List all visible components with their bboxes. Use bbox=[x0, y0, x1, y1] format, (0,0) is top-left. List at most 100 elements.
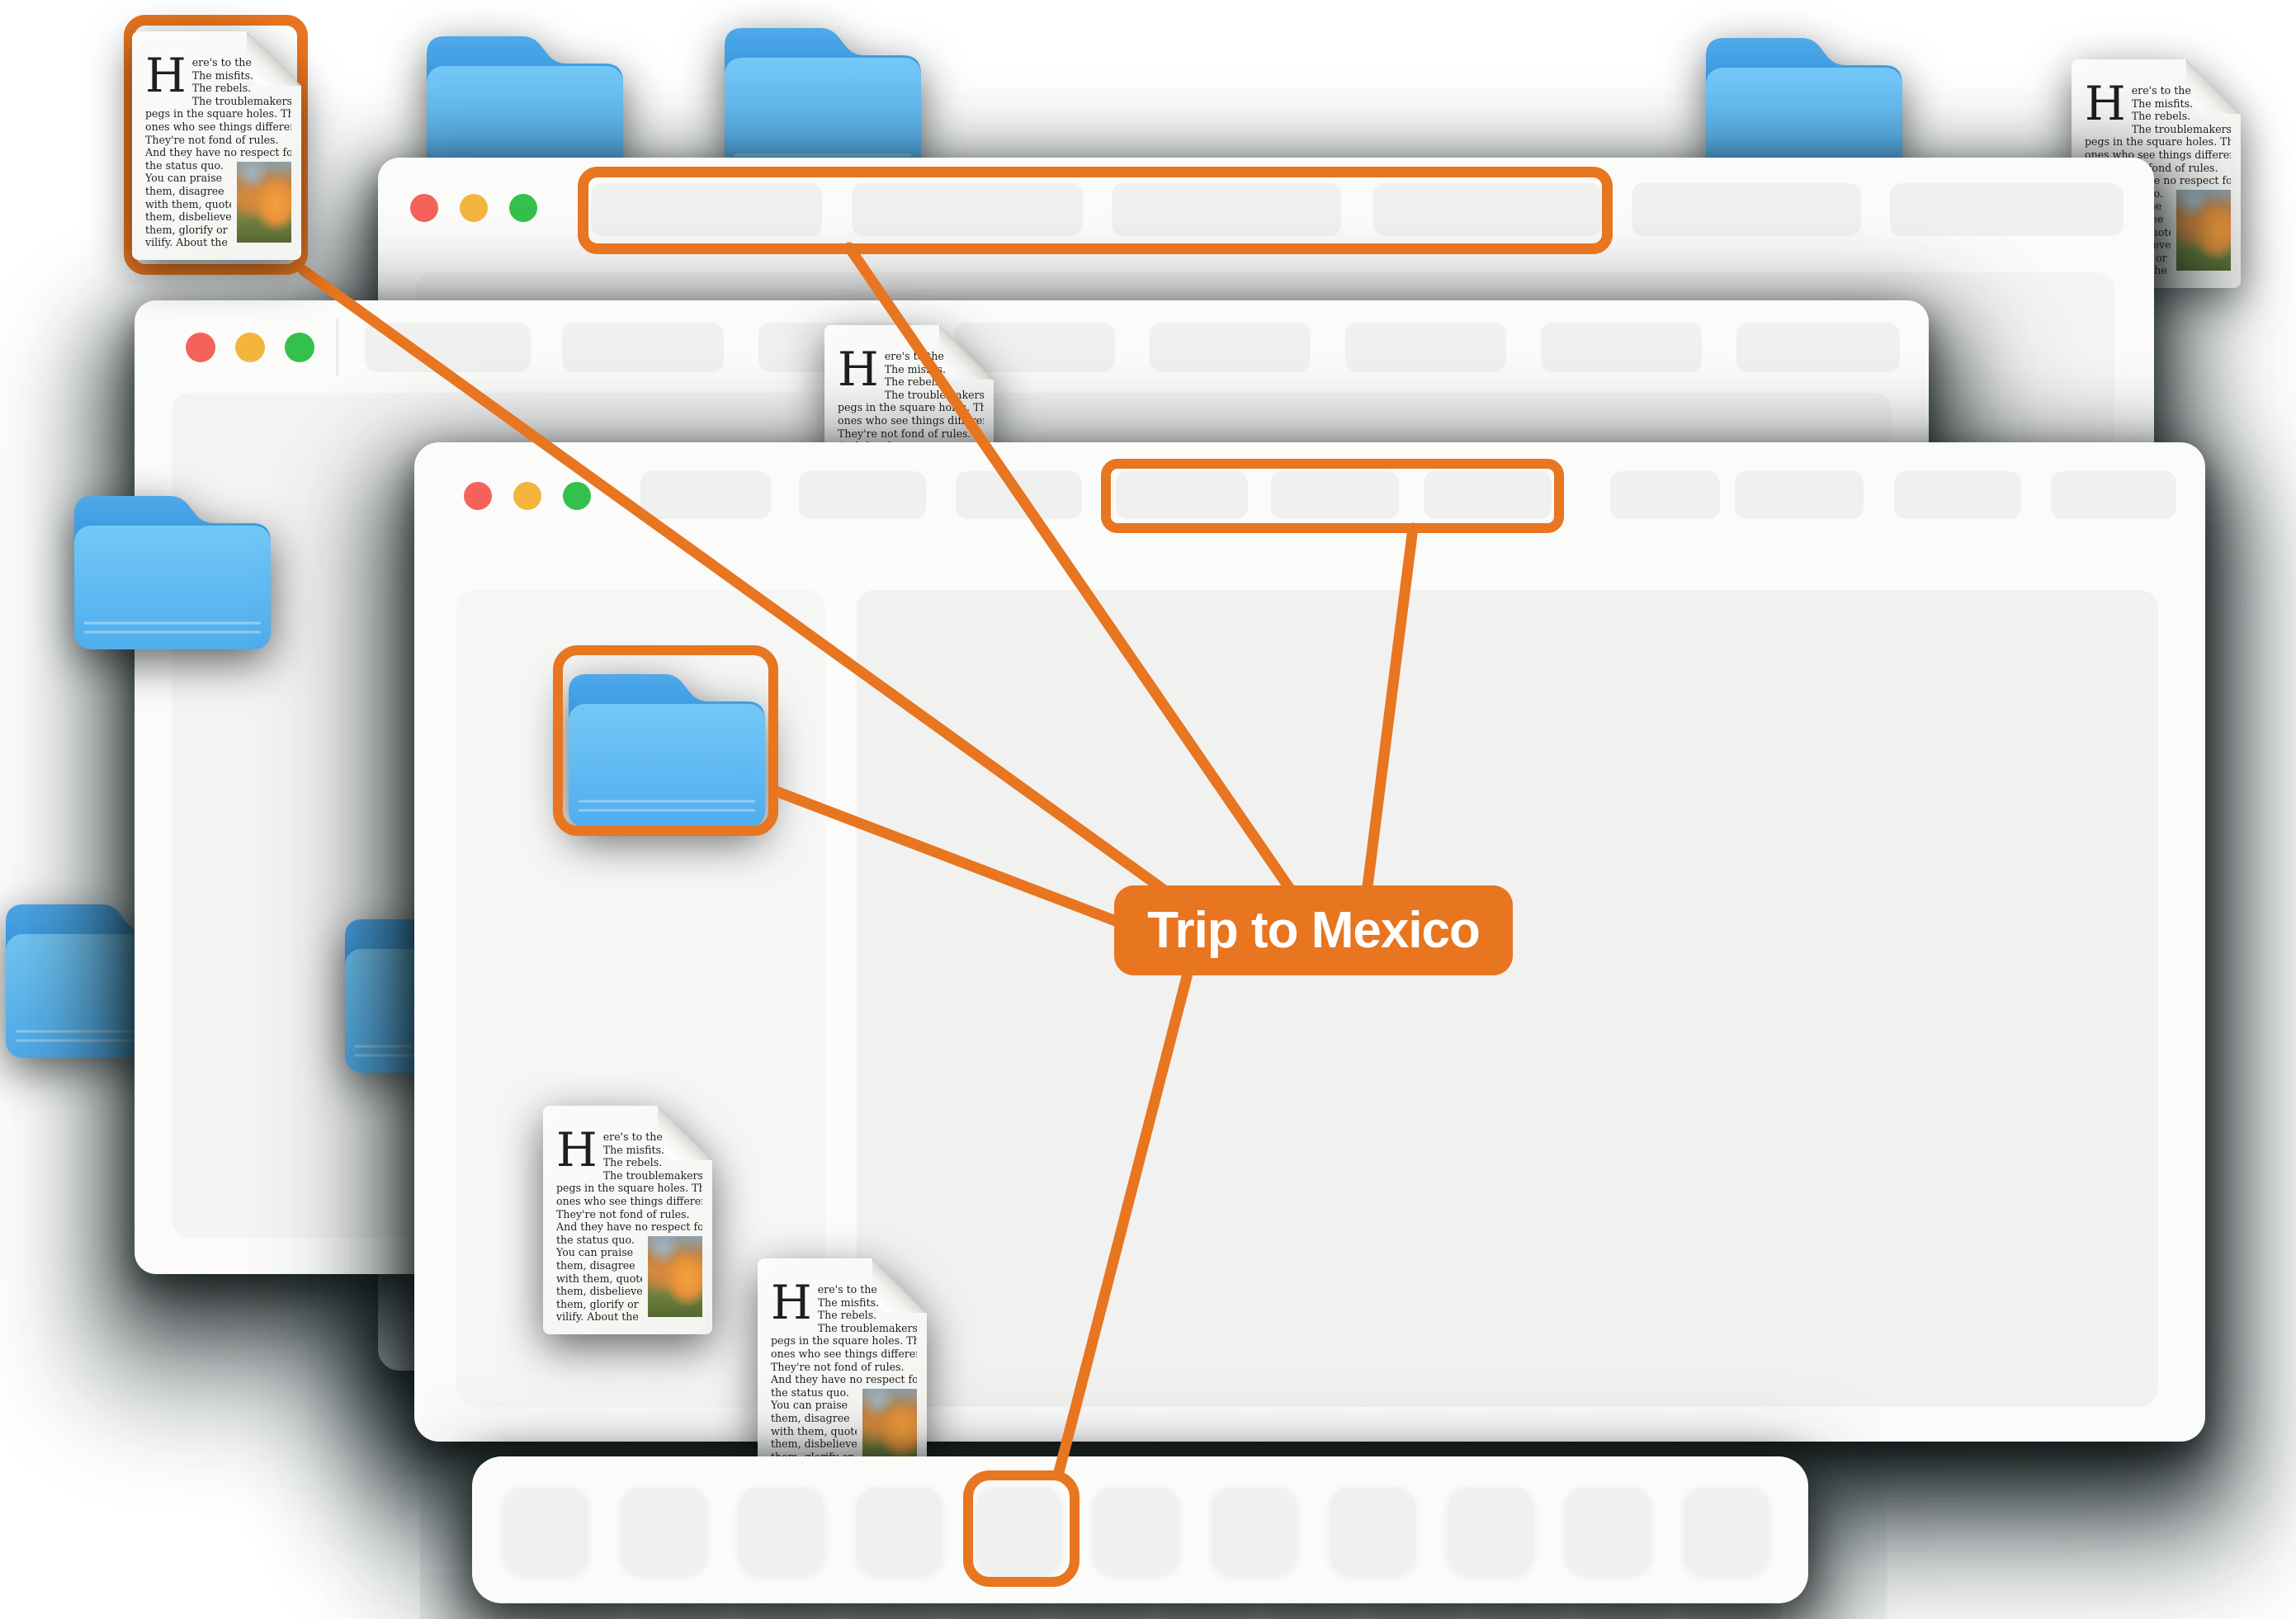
close-button[interactable] bbox=[464, 482, 492, 510]
back-window-toolbar-placeholder-1[interactable] bbox=[591, 183, 822, 236]
dock-item-7[interactable] bbox=[1210, 1484, 1299, 1576]
poppy-photo bbox=[862, 1388, 917, 1470]
dock-item-3[interactable] bbox=[737, 1484, 826, 1576]
dropcap-letter: H bbox=[145, 49, 187, 103]
text-line: pegs in the square holes. The bbox=[145, 107, 291, 120]
zoom-button[interactable] bbox=[509, 194, 537, 222]
minimize-button[interactable] bbox=[460, 194, 488, 222]
left-folder-upper[interactable] bbox=[74, 483, 271, 649]
minimize-button[interactable] bbox=[513, 482, 541, 510]
text-line: the status quo. bbox=[771, 1385, 849, 1399]
text-line: ere's to the bbox=[884, 350, 944, 362]
text-line: them, glorify or bbox=[145, 223, 228, 236]
dock-item-1[interactable] bbox=[501, 1484, 590, 1576]
back-window-toolbar-placeholder-6[interactable] bbox=[1890, 183, 2124, 236]
folder-icon bbox=[725, 28, 921, 182]
middle-window-toolbar-placeholder-8[interactable] bbox=[1736, 323, 1900, 372]
text-line: pegs in the square holes. The bbox=[838, 401, 984, 414]
text-line: with them, quote bbox=[145, 197, 231, 210]
front-window-toolbar-placeholder-3[interactable] bbox=[956, 471, 1082, 519]
front-window-toolbar-placeholder-9[interactable] bbox=[1894, 471, 2021, 519]
middle-window-toolbar-placeholder-7[interactable] bbox=[1541, 323, 1702, 372]
top-folder-2[interactable] bbox=[725, 15, 921, 182]
back-window-toolbar-placeholder-2[interactable] bbox=[852, 183, 1083, 236]
text-line: The troublemakers. The round bbox=[602, 1168, 702, 1182]
text-line: ones who see things differently. bbox=[771, 1347, 917, 1360]
middle-window-toolbar-placeholder-6[interactable] bbox=[1345, 323, 1506, 372]
poppy-photo bbox=[2176, 189, 2231, 271]
front-window-toolbar-placeholder-1[interactable] bbox=[640, 471, 771, 519]
text-line: ones who see things differently. bbox=[838, 413, 984, 427]
text-line: them, disagree bbox=[771, 1411, 850, 1424]
box-front-toolbar bbox=[1101, 459, 1564, 533]
text-line: them, disbelieve bbox=[771, 1437, 857, 1451]
back-window-traffic-lights bbox=[410, 194, 537, 222]
text-line: pegs in the square holes. The bbox=[771, 1334, 917, 1348]
minimize-button[interactable] bbox=[235, 333, 265, 362]
back-window-toolbar-placeholder-3[interactable] bbox=[1112, 183, 1341, 236]
text-line: them, disbelieve bbox=[556, 1285, 642, 1298]
text-line: The troublemakers. The round bbox=[191, 94, 291, 107]
dropcap-letter: H bbox=[2085, 77, 2126, 131]
text-line: The misfits. bbox=[2131, 97, 2194, 110]
box-sidebar-folder bbox=[553, 645, 778, 836]
dock-item-9[interactable] bbox=[1446, 1484, 1535, 1576]
text-line: The misfits. bbox=[191, 68, 254, 82]
text-line: They're not fond of rules. bbox=[145, 133, 279, 146]
box-back-toolbar bbox=[578, 167, 1613, 254]
front-window-toolbar-placeholder-7[interactable] bbox=[1610, 471, 1720, 519]
zoom-button[interactable] bbox=[563, 482, 591, 510]
middle-window-toolbar-placeholder-2[interactable] bbox=[562, 323, 724, 372]
text-line: them, disagree bbox=[556, 1258, 635, 1272]
front-window-toolbar-placeholder-10[interactable] bbox=[2051, 471, 2176, 519]
dock-item-8[interactable] bbox=[1328, 1484, 1417, 1576]
close-button[interactable] bbox=[186, 333, 215, 362]
dropcap-letter: H bbox=[771, 1276, 812, 1330]
text-line: The rebels. bbox=[2131, 110, 2191, 123]
text-line: They're not fond of rules. bbox=[838, 427, 971, 440]
middle-window-toolbar-placeholder-5[interactable] bbox=[1150, 323, 1311, 372]
front-window-toolbar-placeholder-6[interactable] bbox=[1424, 471, 1552, 519]
dock-item-4[interactable] bbox=[855, 1484, 944, 1576]
front-window-toolbar-placeholder-2[interactable] bbox=[799, 471, 926, 519]
text-line: pegs in the square holes. The bbox=[2085, 135, 2231, 149]
back-window-toolbar-placeholder-5[interactable] bbox=[1632, 183, 1861, 236]
text-line: pegs in the square holes. The bbox=[556, 1182, 702, 1195]
zoom-button[interactable] bbox=[285, 333, 314, 362]
text-line: You can praise bbox=[771, 1399, 848, 1412]
close-button[interactable] bbox=[410, 194, 438, 222]
text-line: ere's to the bbox=[2131, 84, 2191, 97]
front-window-content-pane-2 bbox=[857, 590, 2158, 1407]
text-line: You can praise bbox=[556, 1246, 634, 1259]
text-line: with them, quote bbox=[556, 1272, 642, 1285]
text-line: The troublemakers. The round bbox=[884, 388, 984, 401]
front-window-toolbar-placeholder-8[interactable] bbox=[1735, 471, 1864, 519]
back-window-toolbar-placeholder-4[interactable] bbox=[1373, 183, 1603, 236]
text-line: The troublemakers. The round bbox=[2131, 122, 2231, 135]
middle-window-toolbar-placeholder-1[interactable] bbox=[365, 323, 531, 372]
text-line: And they have no respect for bbox=[556, 1220, 702, 1234]
text-line: the status quo. bbox=[145, 158, 224, 172]
text-line: They're not fond of rules. bbox=[556, 1207, 690, 1220]
text-line: them, disbelieve bbox=[145, 210, 231, 224]
text-line: The rebels. bbox=[191, 82, 252, 95]
dock-item-10[interactable] bbox=[1564, 1484, 1653, 1576]
text-line: The rebels. bbox=[884, 375, 944, 389]
dropcap-letter: H bbox=[838, 342, 879, 397]
text-line: vilify. About the bbox=[145, 236, 228, 249]
text-line: ones who see things differently. bbox=[556, 1194, 702, 1207]
text-line: them, glorify or bbox=[556, 1297, 639, 1310]
text-line: ones who see things differently. bbox=[145, 120, 291, 133]
dock-item-6[interactable] bbox=[1092, 1484, 1181, 1576]
text-line: ere's to the bbox=[602, 1130, 663, 1143]
dock-item-11[interactable] bbox=[1682, 1484, 1771, 1576]
dock-item-2[interactable] bbox=[619, 1484, 708, 1576]
